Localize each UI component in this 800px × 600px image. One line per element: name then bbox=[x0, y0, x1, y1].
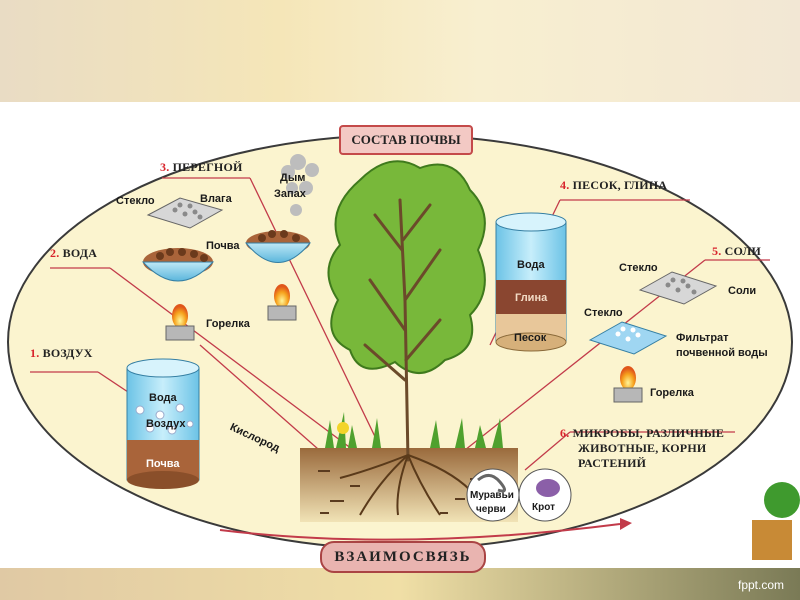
arrow-head-icon bbox=[620, 518, 632, 530]
label-ants: Муравьи bbox=[470, 490, 514, 501]
section-sand-header: 4. ПЕСОК, ГЛИНА bbox=[560, 178, 667, 193]
burner-flame-icon bbox=[172, 304, 188, 328]
section-water-name: ВОДА bbox=[63, 246, 97, 260]
air-cylinder-bottom bbox=[127, 471, 199, 489]
label-air-water: Вода bbox=[149, 392, 177, 404]
section-air-header: 1. ВОЗДУХ bbox=[30, 346, 93, 361]
label-salts: Соли bbox=[728, 285, 756, 297]
section-water-number: 2. bbox=[50, 246, 59, 260]
section-humus-header: 3. ПЕРЕГНОЙ bbox=[160, 160, 243, 175]
section-water-header: 2. ВОДА bbox=[50, 246, 97, 261]
section-salts-header: 5. СОЛИ bbox=[712, 244, 761, 259]
section-microbes-line1: МИКРОБЫ, РАЗЛИЧНЫЕ bbox=[573, 426, 724, 440]
burner-flame-salts-icon bbox=[620, 366, 636, 390]
burner-salts-icon bbox=[614, 388, 642, 402]
slide-title: СОСТАВ ПОЧВЫ bbox=[339, 125, 473, 155]
section-microbes-number: 6. bbox=[560, 426, 569, 440]
label-sand-water: Вода bbox=[517, 259, 545, 271]
burner-humus-icon bbox=[268, 306, 296, 320]
section-humus-number: 3. bbox=[160, 160, 169, 174]
label-smell: Запах bbox=[274, 188, 306, 200]
burner-water-icon bbox=[166, 326, 194, 340]
section-salts-name: СОЛИ bbox=[725, 244, 761, 258]
label-burner-water: Горелка bbox=[206, 318, 250, 330]
section-microbes-line2: ЖИВОТНЫЕ, КОРНИ bbox=[560, 441, 724, 456]
label-mole: Крот bbox=[532, 502, 555, 513]
label-glass-moisture: Стекло bbox=[116, 195, 155, 207]
section-sand-name: ПЕСОК, ГЛИНА bbox=[573, 178, 668, 192]
label-glass-filtrate: Стекло bbox=[584, 307, 623, 319]
sand-cylinder-top bbox=[496, 213, 566, 231]
label-burner-salts: Горелка bbox=[650, 387, 694, 399]
brand-label: fppt.com bbox=[738, 578, 784, 592]
label-filtrate: Фильтрат bbox=[676, 332, 729, 344]
burner-flame-humus-icon bbox=[274, 284, 290, 308]
label-sand: Песок bbox=[514, 332, 546, 344]
corner-tree bbox=[764, 482, 800, 518]
section-microbes-header: 6. МИКРОБЫ, РАЗЛИЧНЫЕ ЖИВОТНЫЕ, КОРНИ РА… bbox=[560, 426, 724, 471]
label-moisture: Влага bbox=[200, 193, 232, 205]
mole-icon bbox=[536, 479, 560, 497]
interrelation-label: ВЗАИМОСВЯЗЬ bbox=[320, 541, 486, 573]
label-clay: Глина bbox=[515, 292, 547, 304]
label-air-soil: Почва bbox=[146, 458, 179, 470]
section-microbes-line3: РАСТЕНИЙ bbox=[560, 456, 724, 471]
section-sand-number: 4. bbox=[560, 178, 569, 192]
corner-character bbox=[752, 520, 792, 560]
label-smoke: Дым bbox=[280, 172, 305, 184]
label-air-air: Воздух bbox=[146, 418, 185, 430]
label-soil-bowl: Почва bbox=[206, 240, 239, 252]
label-filtrate-water: почвенной воды bbox=[676, 347, 768, 359]
section-air-name: ВОЗДУХ bbox=[43, 346, 93, 360]
air-cylinder-top bbox=[127, 359, 199, 377]
label-worms: черви bbox=[476, 504, 506, 515]
section-air-number: 1. bbox=[30, 346, 39, 360]
section-salts-number: 5. bbox=[712, 244, 721, 258]
section-humus-name: ПЕРЕГНОЙ bbox=[173, 160, 243, 174]
flower bbox=[337, 422, 349, 434]
label-glass-salts: Стекло bbox=[619, 262, 658, 274]
top-blur-band bbox=[0, 0, 800, 102]
